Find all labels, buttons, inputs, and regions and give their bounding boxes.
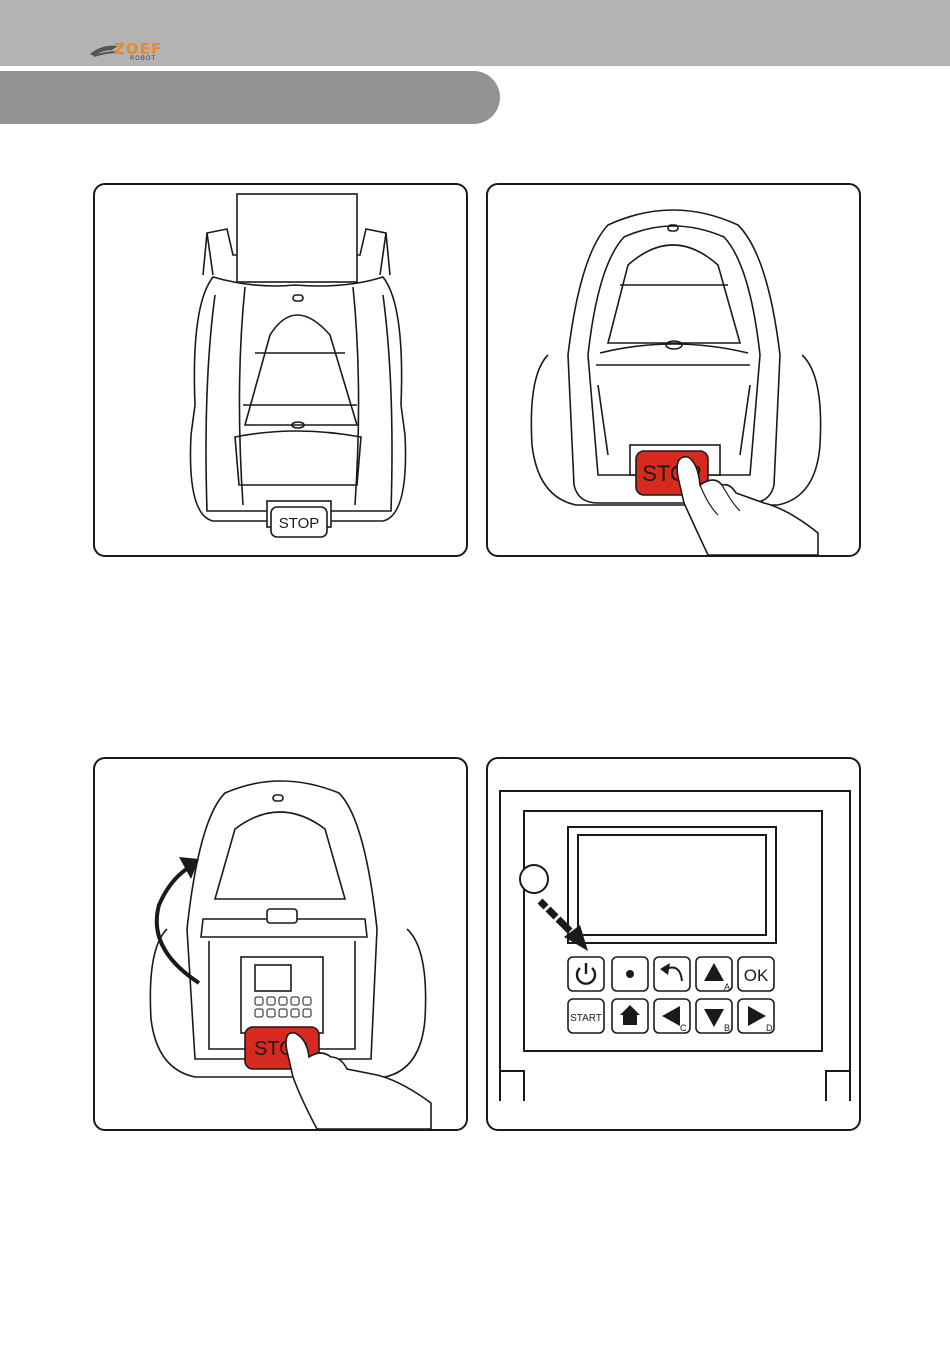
mower-open-cover-illustration: STOP [95,759,466,1129]
key-label-b: B [724,1023,730,1033]
pointer-arrow-icon [540,901,570,931]
key-label-c: C [680,1023,687,1033]
stop-button-label: STOP [279,515,320,532]
dot-icon [626,970,634,978]
callout-circle [520,865,548,893]
figure-mower-lid-open: STOP [93,183,468,557]
key-label-d: D [766,1023,773,1033]
figure-keypad-detail: A OK START C B D [486,757,861,1131]
back-button[interactable] [654,957,690,991]
mower-top-view-illustration: STOP [95,185,466,555]
brand-subtitle: ROBOT [130,55,156,62]
section-title-bar [0,71,500,124]
mower-press-stop-illustration: STOP [488,185,859,555]
figure-press-stop: STOP [486,183,861,557]
figure-lift-cover: STOP [93,757,468,1131]
keypad-illustration: A OK START C B D [488,759,859,1129]
start-label: START [570,1013,602,1024]
ok-label: OK [744,966,769,985]
key-label-a: A [724,982,730,992]
